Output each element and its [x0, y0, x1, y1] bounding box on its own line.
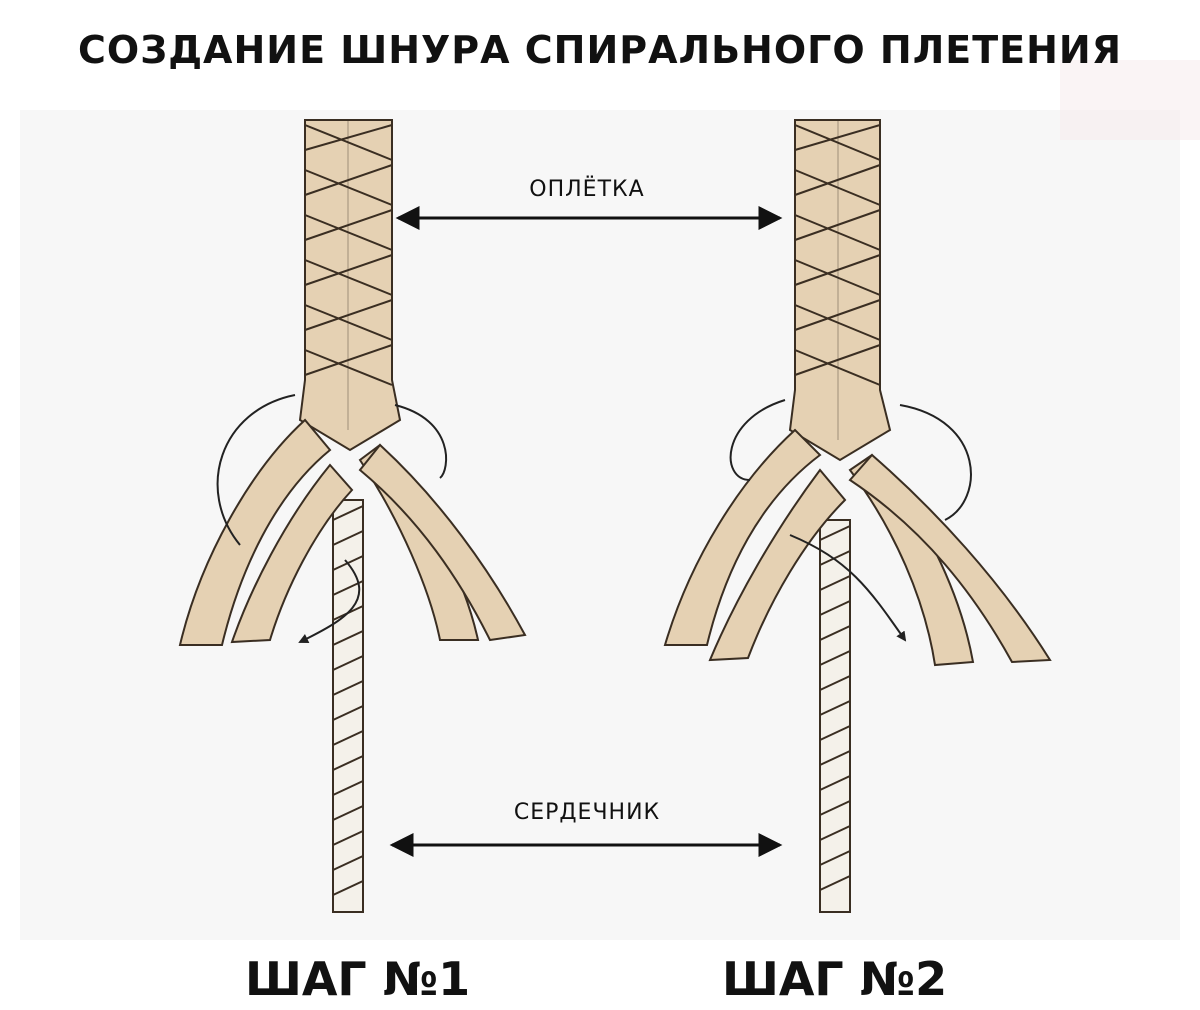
braid-label: ОПЛЁТКА — [529, 177, 645, 202]
rope-step2 — [663, 119, 1052, 913]
rotation-arrow-step2 — [729, 399, 972, 642]
strands-step1 — [178, 418, 527, 646]
core-step1 — [332, 499, 364, 913]
strands-step2 — [663, 428, 1052, 667]
rotation-arrow-step1 — [216, 394, 448, 643]
braid-step2 — [788, 119, 892, 462]
core-label: СЕРДЕЧНИК — [513, 800, 661, 825]
step2-label: ШАГ №2 — [722, 952, 948, 1006]
core-step2 — [819, 519, 851, 913]
rope-step1 — [178, 119, 527, 913]
braid-step1 — [298, 119, 402, 452]
step1-label: ШАГ №1 — [245, 952, 471, 1006]
page-title: СОЗДАНИЕ ШНУРА СПИРАЛЬНОГО ПЛЕТЕНИЯ — [78, 28, 1122, 72]
